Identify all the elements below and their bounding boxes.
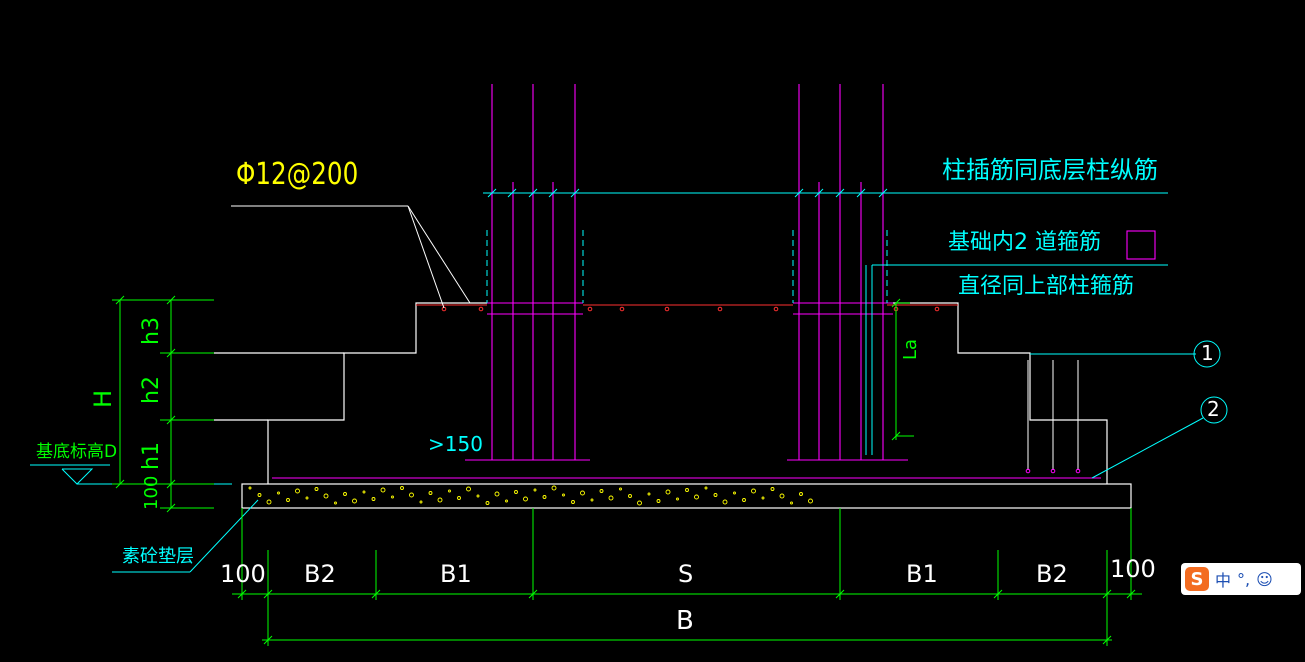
anchor-bar-dots bbox=[1025, 468, 1081, 474]
ime-emoji-icon[interactable]: ☺ bbox=[1256, 569, 1273, 589]
stirrup-note-1: 基础内2 道箍筋 bbox=[948, 230, 1101, 255]
stirrup-note-2: 直径同上部柱箍筋 bbox=[958, 274, 1135, 299]
H-label: H bbox=[89, 389, 117, 408]
dim-b1-right: B1 bbox=[906, 560, 938, 588]
rebar-spec-label: Φ12@200 bbox=[236, 157, 359, 192]
dim-b2-right: B2 bbox=[1036, 560, 1068, 588]
column-dowel-note: 柱插筋同底层柱纵筋 bbox=[942, 156, 1158, 184]
h1-label: h1 bbox=[139, 442, 164, 470]
dim-s: S bbox=[678, 560, 694, 588]
h2-label: h2 bbox=[139, 376, 164, 404]
h3-label: h3 bbox=[139, 317, 164, 345]
dim-100-left: 100 bbox=[220, 560, 266, 588]
ime-mode-toggle[interactable]: 中 bbox=[1215, 571, 1232, 590]
horizontal-dimensions bbox=[232, 508, 1142, 646]
callout-2-label: 2 bbox=[1207, 397, 1220, 421]
dim-b1-left: B1 bbox=[440, 560, 472, 588]
vertical-dimensions bbox=[112, 295, 914, 513]
column-rebars bbox=[465, 84, 1156, 461]
foundation-outline bbox=[214, 302, 1108, 484]
la-label: La bbox=[900, 338, 921, 360]
anchor-bars bbox=[1027, 360, 1079, 470]
base-elevation-label: 基底标高D bbox=[36, 442, 118, 462]
top-red-bars bbox=[416, 304, 958, 312]
dim-b2-left: B2 bbox=[304, 560, 336, 588]
cushion-layer-label: 素砼垫层 bbox=[122, 546, 194, 567]
callout-1-label: 1 bbox=[1201, 341, 1214, 365]
dim-100-right: 100 bbox=[1110, 555, 1156, 583]
cyan-leaders bbox=[30, 188, 1228, 573]
rebar-spec-leader bbox=[231, 205, 471, 309]
ime-punct-toggle[interactable]: °, bbox=[1237, 569, 1251, 589]
dim-total-b: B bbox=[676, 606, 694, 636]
ime-logo-icon[interactable]: S bbox=[1185, 567, 1209, 591]
cushion-layer bbox=[241, 483, 1132, 509]
cover-100-label: 100 bbox=[141, 475, 162, 510]
ime-toolbar[interactable]: S 中 °, ☺ bbox=[1181, 563, 1301, 595]
min-150-label: >150 bbox=[428, 432, 483, 456]
